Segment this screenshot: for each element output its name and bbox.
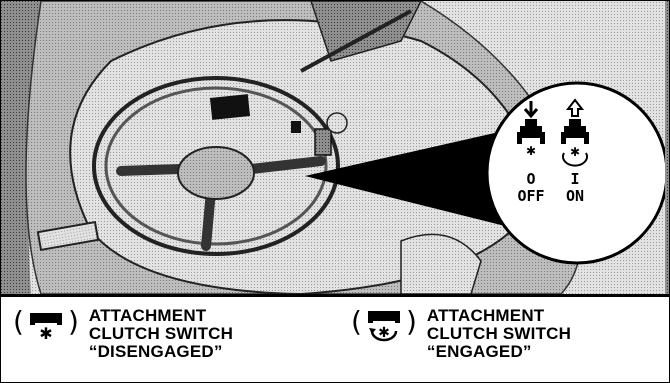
legend-engaged: ( ✱ ) ATTACHMENT CLUTCH SWITCH “ENGAGED” (351, 305, 572, 361)
legend-engaged-line3: “ENGAGED” (426, 342, 532, 361)
switch-off-diagram-icon: ✱ (517, 101, 545, 158)
legend-engaged-label: ATTACHMENT CLUTCH SWITCH “ENGAGED” (427, 307, 571, 361)
svg-text:✱: ✱ (39, 324, 52, 343)
switch-on-diagram-icon: ✱ (561, 98, 589, 167)
svg-text:✱: ✱ (526, 144, 536, 158)
legend-divider (1, 294, 669, 297)
off-label: OFF (517, 187, 544, 205)
legend: ( ✱ ) ATTACHMENT CLUTCH SWITCH “DISENGAG… (1, 297, 669, 382)
pto-switch-up-rotate-icon: ✱ (367, 311, 400, 342)
legend-disengaged-line1: ATTACHMENT (88, 306, 207, 325)
svg-text:✱: ✱ (378, 325, 390, 341)
legend-disengaged-line2: CLUTCH SWITCH (88, 324, 234, 343)
legend-disengaged: ( ✱ ) ATTACHMENT CLUTCH SWITCH “DISENGAG… (13, 305, 234, 361)
legend-engaged-line1: ATTACHMENT (426, 306, 545, 325)
svg-text:✱: ✱ (570, 145, 580, 159)
off-symbol: O (526, 170, 535, 188)
legend-disengaged-line3: “DISENGAGED” (88, 342, 223, 361)
legend-disengaged-label: ATTACHMENT CLUTCH SWITCH “DISENGAGED” (89, 307, 233, 361)
pto-switch-down-icon: ✱ (29, 313, 62, 343)
legend-engaged-line2: CLUTCH SWITCH (426, 324, 572, 343)
tractor-dashboard-illustration: ✱ O OFF ✱ I ON (1, 1, 669, 294)
on-symbol: I (570, 170, 579, 188)
on-label: ON (566, 187, 584, 205)
